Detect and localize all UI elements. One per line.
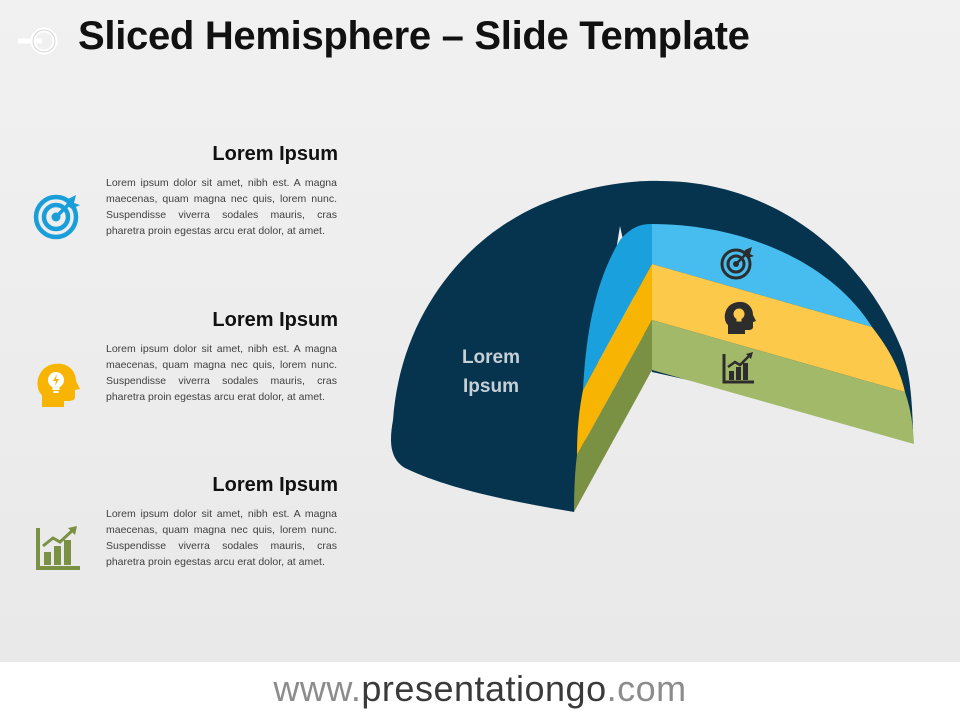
- head-idea-icon: [724, 301, 756, 334]
- head-idea-icon: [37, 363, 80, 407]
- hemisphere-label-line2: Ipsum: [463, 376, 519, 397]
- slice-side-blue: [583, 224, 652, 390]
- slice-layer-green: [652, 320, 914, 444]
- slice-side-yellow: [577, 264, 652, 455]
- footer-url[interactable]: www.presentationgo.com: [0, 668, 960, 710]
- growth-chart-icon: [36, 526, 80, 570]
- slice-side-green: [574, 320, 652, 512]
- footer-url-suffix: .com: [606, 668, 687, 709]
- hemisphere-label-line1: Lorem: [462, 347, 520, 368]
- item-body: Lorem ipsum dolor sit amet, nibh est. A …: [106, 177, 337, 237]
- slice-layer-blue: [652, 224, 872, 327]
- target-icon: [33, 194, 80, 240]
- item-body: Lorem ipsum dolor sit amet, nibh est. A …: [106, 343, 337, 403]
- slice-layer-yellow: [652, 264, 905, 392]
- sliced-hemisphere-diagram: Lorem Ipsum: [390, 180, 914, 512]
- logo-ring-icon: [18, 27, 58, 55]
- item-body: Lorem ipsum dolor sit amet, nibh est. A …: [106, 508, 337, 568]
- item-heading: Lorem Ipsum: [212, 309, 338, 331]
- footer: www.presentationgo.com: [0, 662, 960, 720]
- page-title: Sliced Hemisphere – Slide Template: [78, 14, 750, 58]
- title-bar: Sliced Hemisphere – Slide Template: [0, 0, 960, 82]
- item-heading: Lorem Ipsum: [212, 143, 338, 165]
- footer-url-prefix: www.: [273, 668, 362, 709]
- item-heading: Lorem Ipsum: [212, 474, 338, 496]
- target-icon: [720, 247, 754, 280]
- growth-chart-icon: [722, 352, 754, 384]
- footer-url-domain: presentationgo: [361, 668, 607, 709]
